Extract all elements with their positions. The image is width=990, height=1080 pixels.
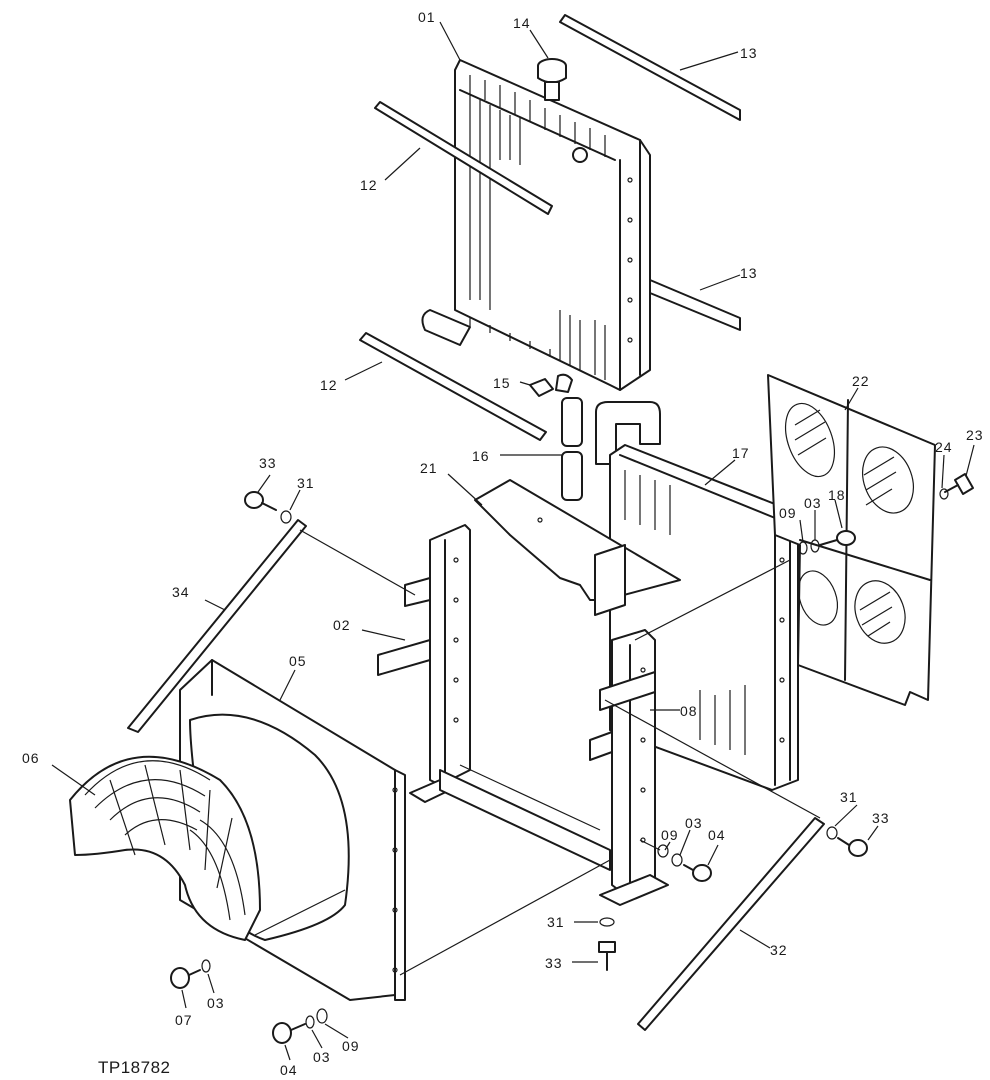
bar-12-upper	[374, 101, 553, 215]
drain-cock-15	[529, 373, 573, 397]
callout-21: 21	[420, 460, 438, 476]
radiator-core	[421, 59, 651, 391]
callout-04-bottom: 04	[280, 1062, 298, 1078]
bar-12-lower	[359, 332, 547, 441]
callout-02: 02	[333, 617, 351, 633]
rod-32	[637, 817, 825, 1031]
callout-24: 24	[935, 439, 953, 455]
frame-upright-08	[589, 544, 669, 906]
bolt-18-stack	[798, 530, 856, 555]
bolt-33-right	[826, 826, 868, 857]
callout-03-mid: 03	[685, 815, 703, 831]
figure-id: TP18782	[98, 1058, 171, 1077]
bolt-07	[170, 959, 211, 989]
radiator-cap-14	[537, 58, 567, 101]
callout-09-mid: 09	[661, 827, 679, 843]
bolt-04-right	[657, 844, 712, 882]
callout-34: 34	[172, 584, 190, 600]
bolt-04-bottom	[272, 1008, 328, 1044]
bar-13-upper	[559, 14, 741, 121]
callout-15: 15	[493, 375, 511, 391]
callout-06: 06	[22, 750, 40, 766]
callout-07: 07	[175, 1012, 193, 1028]
callout-03-right: 03	[804, 495, 822, 511]
bolt-33-bottom	[598, 917, 616, 971]
callout-08: 08	[680, 703, 698, 719]
callout-16: 16	[472, 448, 490, 464]
callout-13-lower: 13	[740, 265, 758, 281]
callout-32: 32	[770, 942, 788, 958]
callout-33-bottom: 33	[545, 955, 563, 971]
callout-31-bottom: 31	[547, 914, 565, 930]
callout-18: 18	[828, 487, 846, 503]
fan-guard-06	[69, 755, 261, 941]
callout-03-left: 03	[207, 995, 225, 1011]
frame-02	[377, 524, 611, 871]
callout-33-right: 33	[872, 810, 890, 826]
hoses-16	[561, 397, 661, 501]
callout-22: 22	[852, 373, 870, 389]
callout-31-right: 31	[840, 789, 858, 805]
bolt-33-top	[244, 491, 292, 524]
callout-01: 01	[418, 9, 436, 25]
callout-09-right: 09	[779, 505, 797, 521]
callout-03-bottom: 03	[313, 1049, 331, 1065]
callout-17: 17	[732, 445, 750, 461]
rod-34	[127, 519, 307, 733]
callout-labels: 01 14 13 13 12 12 15 16 21 17 22 24 23 1…	[22, 9, 984, 1078]
callout-31-top: 31	[297, 475, 315, 491]
callout-33-top: 33	[259, 455, 277, 471]
callout-04-right: 04	[708, 827, 726, 843]
callout-09-bottom: 09	[342, 1038, 360, 1054]
callout-23: 23	[966, 427, 984, 443]
fastener-23-24	[939, 473, 974, 500]
callout-12-lower: 12	[320, 377, 338, 393]
bar-13-lower	[649, 279, 741, 331]
callout-13-upper: 13	[740, 45, 758, 61]
callout-05: 05	[289, 653, 307, 669]
callout-14: 14	[513, 15, 531, 31]
leader-lines	[51, 21, 975, 1061]
callout-12-upper: 12	[360, 177, 378, 193]
assembly-guide-lines	[254, 529, 821, 976]
